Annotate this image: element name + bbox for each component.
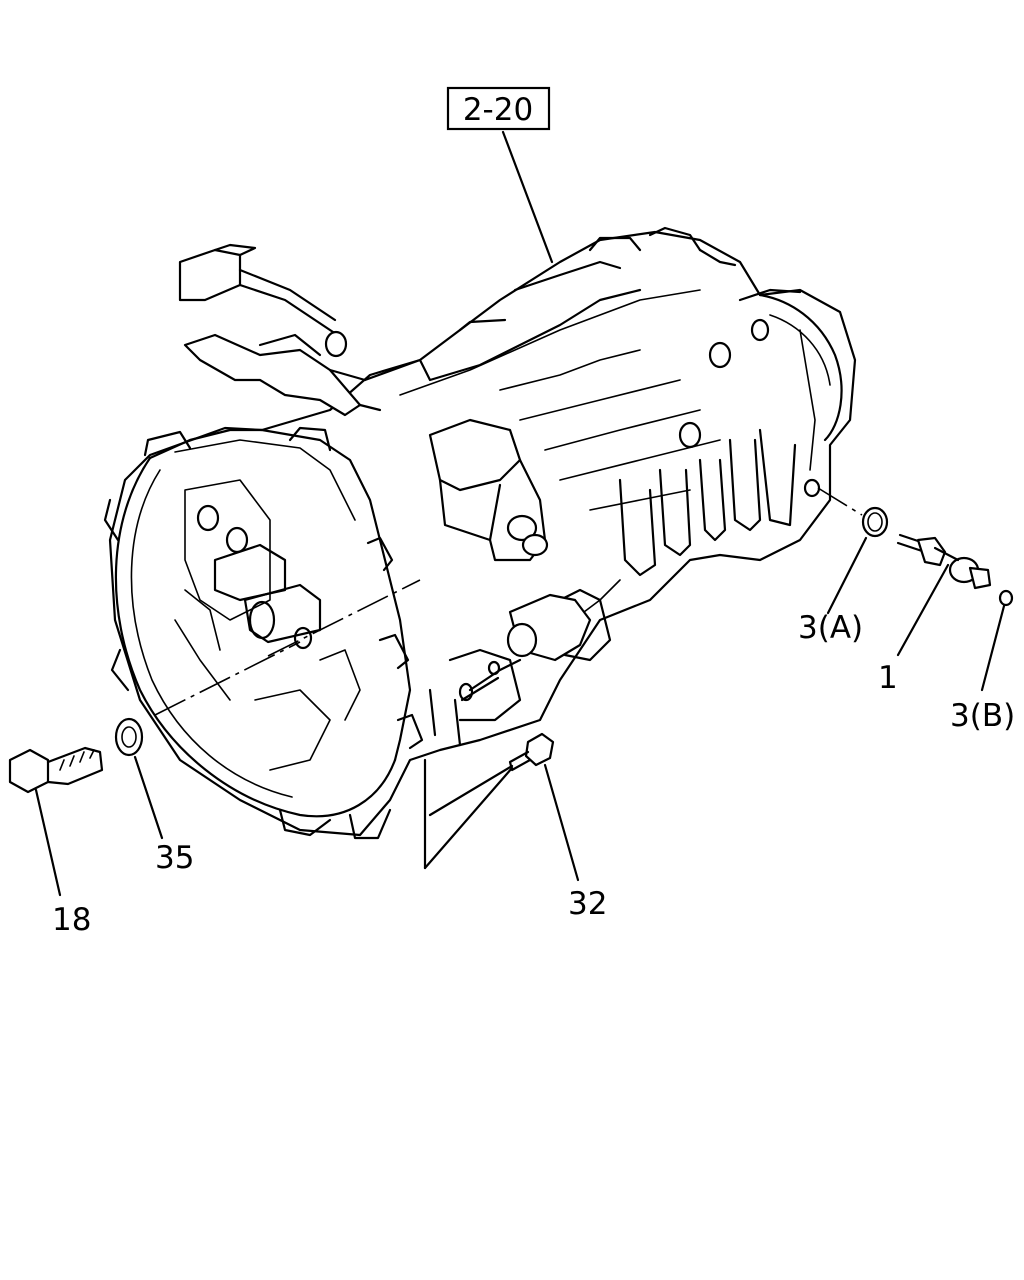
part-32-bolt (423, 732, 580, 882)
part-3b-oring (980, 589, 1014, 692)
callout-3b: 3(B) (950, 698, 1015, 734)
reference-box: 2-20 (446, 86, 554, 264)
part-18-bolt (8, 746, 104, 897)
callout-1: 1 (878, 660, 898, 696)
reference-box-label: 2-20 (463, 92, 533, 128)
part-35-washer (114, 717, 164, 840)
callout-35: 35 (155, 840, 194, 876)
part-3a-oring (817, 487, 889, 615)
callout-32: 32 (568, 886, 607, 922)
callout-3a: 3(A) (798, 610, 863, 646)
part-1-sensor (896, 533, 992, 657)
transmission-assembly (103, 226, 857, 840)
callout-18: 18 (52, 902, 91, 938)
